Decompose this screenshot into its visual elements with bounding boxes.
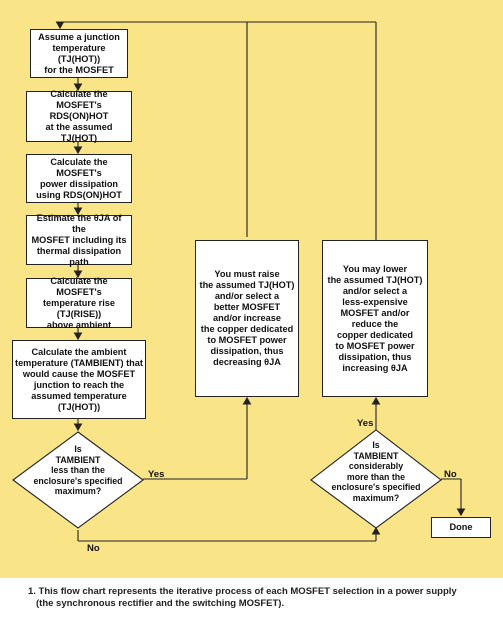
decision-diamond-1 xyxy=(12,431,144,529)
step-calc-power-text: Calculate the MOSFET's power dissipation… xyxy=(36,156,122,200)
decision-2-text: Is TAMBIENT considerably more than the e… xyxy=(331,440,421,503)
decision-1-text: Is TAMBIENT less than the enclosure's sp… xyxy=(33,444,123,496)
yes-label-2: Yes xyxy=(357,418,374,429)
lower-tj-box: You may lower the assumed TJ(HOT) and/or… xyxy=(322,240,428,397)
lower-tj-box-text: You may lower the assumed TJ(HOT) and/or… xyxy=(327,263,423,373)
step-calc-temp-rise: Calculate the MOSFET's temperature rise … xyxy=(26,275,132,330)
step-assume-junction-temp-text: Assume a junction temperature (TJ(HOT)) … xyxy=(38,31,120,75)
done-box-text: Done xyxy=(449,522,473,532)
step-calc-rdson: Calculate the MOSFET's RDS(ON)HOT at the… xyxy=(26,89,132,143)
caption-line-1: 1. This flow chart represents the iterat… xyxy=(28,586,457,597)
step-calc-ambient: Calculate the ambient temperature (TAMBI… xyxy=(12,340,146,419)
step-estimate-theta-text: Estimate the θJA of the MOSFET including… xyxy=(31,212,127,267)
step-calc-power: Calculate the MOSFET's power dissipation… xyxy=(26,154,132,203)
step-assume-junction-temp: Assume a junction temperature (TJ(HOT)) … xyxy=(30,29,128,78)
decision-diamond-2 xyxy=(310,429,442,529)
yes-label-1: Yes xyxy=(148,469,165,480)
no-label-1: No xyxy=(87,543,100,554)
step-calc-ambient-text: Calculate the ambient temperature (TAMBI… xyxy=(15,346,143,412)
no-label-2: No xyxy=(444,469,457,480)
step-calc-temp-rise-text: Calculate the MOSFET's temperature rise … xyxy=(42,275,115,330)
raise-tj-box: You must raise the assumed TJ(HOT) and/o… xyxy=(195,240,299,397)
raise-tj-box-text: You must raise the assumed TJ(HOT) and/o… xyxy=(199,269,295,367)
done-box: Done xyxy=(431,517,491,538)
caption-line-2: (the synchronous rectifier and the switc… xyxy=(36,598,285,609)
figure-caption: 1. This flow chart represents the iterat… xyxy=(28,586,498,610)
step-calc-rdson-text: Calculate the MOSFET's RDS(ON)HOT at the… xyxy=(45,89,113,143)
flowchart-connectors xyxy=(12,21,466,542)
step-estimate-theta: Estimate the θJA of the MOSFET including… xyxy=(26,212,132,267)
